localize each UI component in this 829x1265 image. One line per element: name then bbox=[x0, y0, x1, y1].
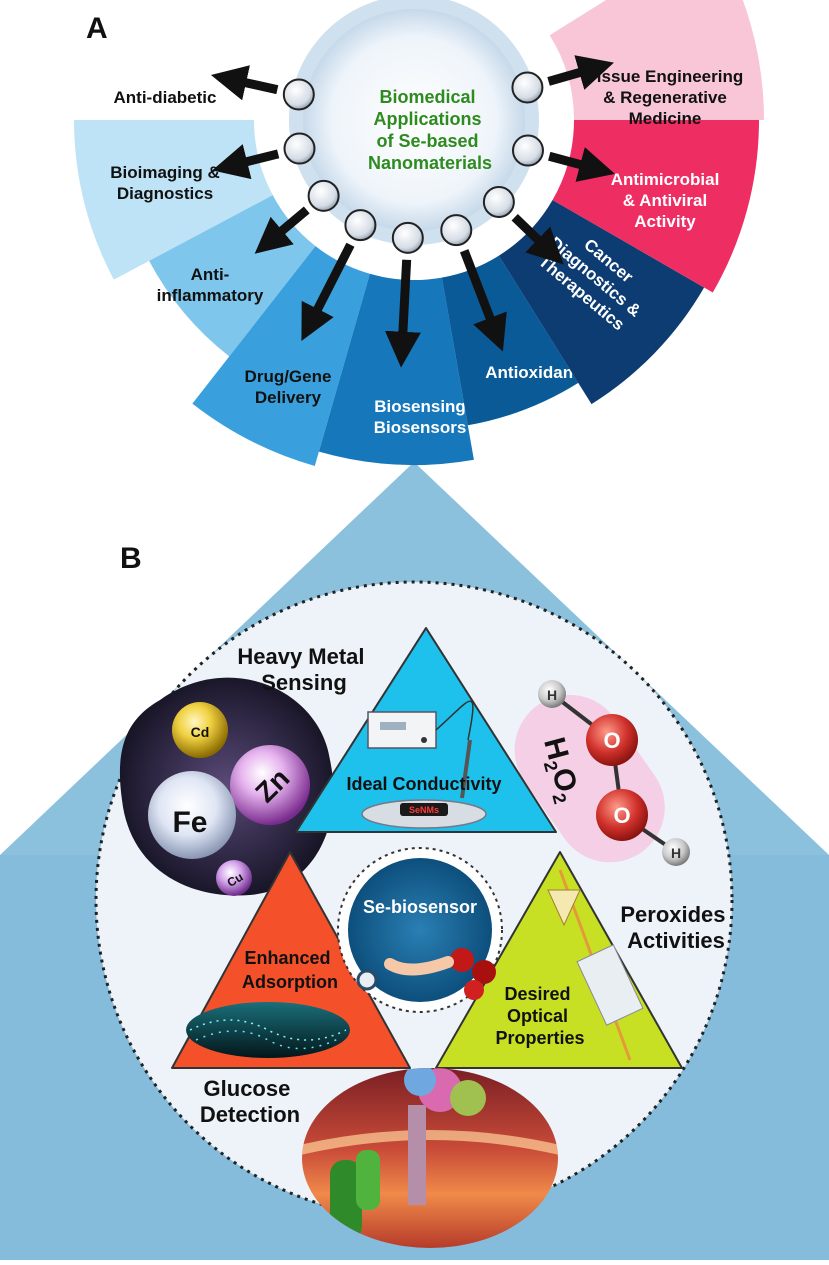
arrow-ball bbox=[482, 185, 515, 218]
arrow-antimicrobial-antiviral-activity bbox=[548, 147, 615, 182]
arrow-tissue-engineering-regenerative-medicine bbox=[547, 55, 614, 90]
segment-label-antioxidant: Antioxidant bbox=[485, 363, 579, 382]
senms-chip-label: SeNMs bbox=[409, 805, 439, 815]
arrow-ball bbox=[511, 134, 544, 167]
segment-tissue-engineering-regenerative-medicine bbox=[549, 0, 764, 120]
center-title: Biomedical Applications of Se-based Nano… bbox=[368, 87, 492, 173]
arrow-group bbox=[210, 55, 615, 368]
arrow-antioxidant bbox=[459, 249, 507, 352]
arrow-biosensing-biosensors bbox=[384, 259, 421, 368]
label-peroxides: Peroxides Activities bbox=[620, 902, 731, 953]
glucose-image bbox=[302, 1068, 558, 1248]
segment-label-anti-inflammatory: Anti-inflammatory bbox=[157, 265, 264, 305]
heavy-metal-image: Cd Zn Fe Cu bbox=[119, 677, 334, 896]
label-heavy-metal: Heavy Metal Sensing bbox=[237, 644, 370, 695]
adsorption-image bbox=[186, 1002, 350, 1058]
segment-antioxidant bbox=[441, 255, 579, 426]
metal-cd-label: Cd bbox=[191, 724, 210, 740]
label-enhanced-adsorption: Enhanced Adsorption bbox=[242, 948, 338, 992]
label-glucose: Glucose Detection bbox=[200, 1076, 300, 1127]
atom-h1-label: H bbox=[547, 687, 557, 703]
arrow-ball bbox=[511, 71, 544, 104]
peroxide-image: H O O H H2O2 bbox=[514, 680, 690, 866]
arrow-ball bbox=[307, 179, 340, 212]
atom-o1-label: O bbox=[603, 728, 620, 753]
segment-label-anti-diabetic: Anti-diabetic bbox=[114, 88, 217, 107]
atom-h2-label: H bbox=[671, 845, 681, 861]
arrow-ball bbox=[440, 214, 473, 247]
optical-setup-image bbox=[547, 869, 644, 1061]
se-biosensor-label: Se-biosensor bbox=[363, 897, 477, 917]
arrow-cancer-diagnostics-therapeutics bbox=[511, 214, 564, 265]
arrow-ball bbox=[282, 78, 315, 111]
segment-biosensing-biosensors bbox=[318, 273, 474, 465]
arrow-drug-gene-delivery bbox=[301, 242, 355, 341]
label-optical-properties: Desired Optical Properties bbox=[495, 984, 584, 1048]
metal-cu-label: Cu bbox=[225, 870, 246, 890]
arrow-bioimaging-diagnostics bbox=[212, 144, 280, 180]
panel-b-label: B bbox=[120, 542, 142, 575]
conductivity-device: SeNMs bbox=[361, 700, 487, 829]
arrow-ball bbox=[391, 221, 424, 254]
arrow-anti-inflammatory bbox=[254, 206, 310, 254]
panel-a-label: A bbox=[86, 12, 108, 45]
label-ideal-conductivity: Ideal Conductivity bbox=[346, 774, 501, 794]
segment-label-bioimaging-diagnostics: Bioimaging &Diagnostics bbox=[110, 163, 220, 203]
arrow-ball bbox=[344, 209, 377, 242]
arrow-ball bbox=[283, 132, 316, 165]
atom-o2-label: O bbox=[613, 803, 630, 828]
arrow-anti-diabetic bbox=[210, 65, 279, 101]
metal-fe-label: Fe bbox=[172, 806, 207, 839]
